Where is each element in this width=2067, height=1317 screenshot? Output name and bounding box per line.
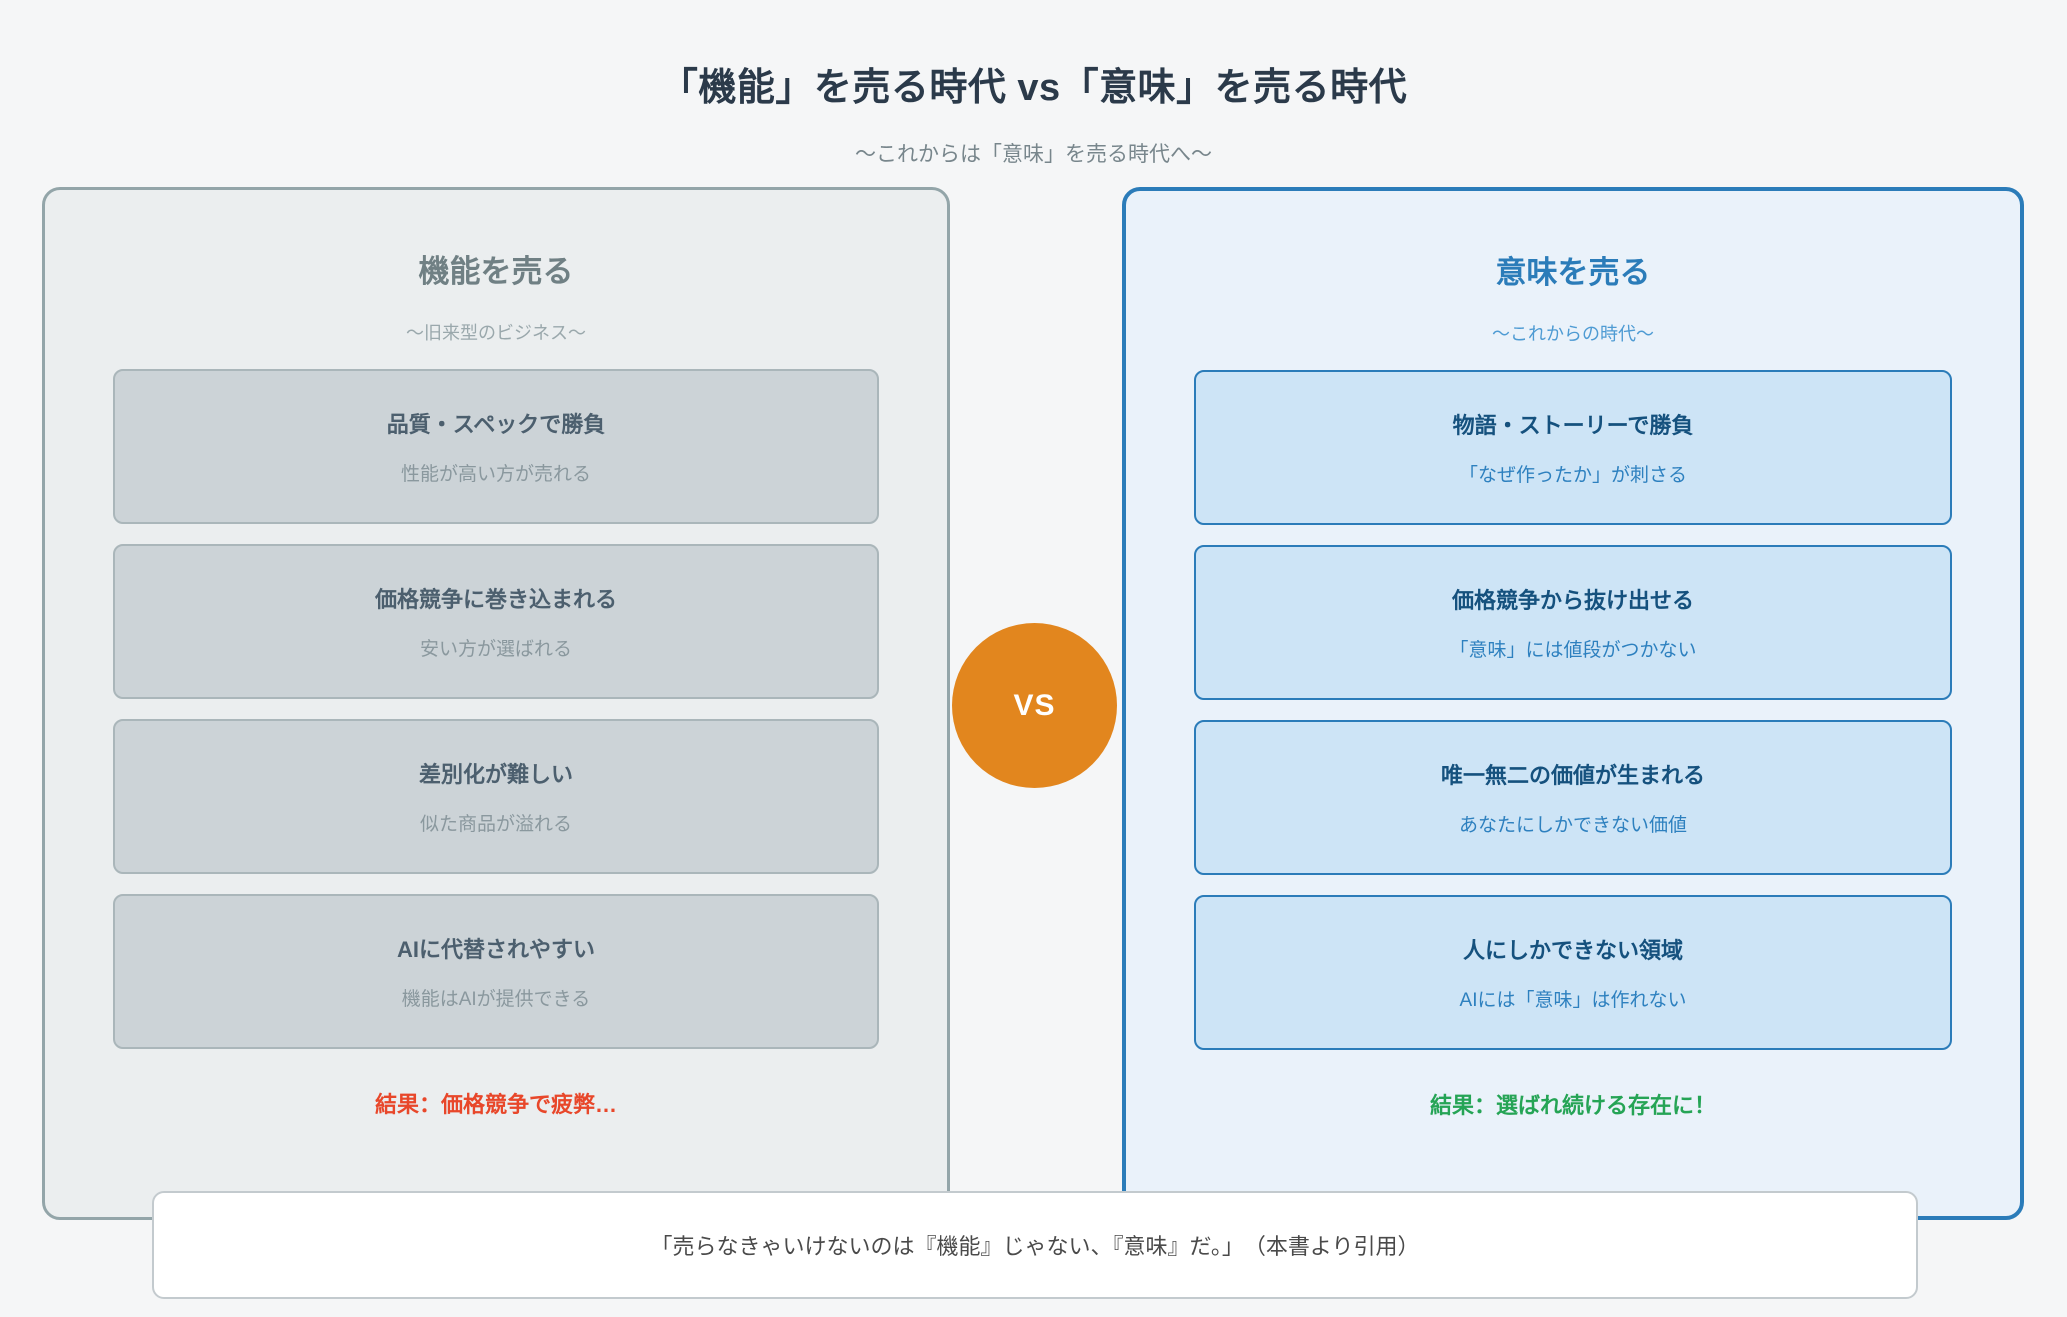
card-title: 唯一無二の価値が生まれる (1440, 763, 1705, 788)
card-subtitle: 似た商品が溢れる (419, 814, 572, 835)
left-panel-heading: 機能を売る (418, 254, 574, 289)
card-title: 価格競争から抜け出せる (1451, 588, 1694, 613)
page-subtitle: 〜これからは「意味」を売る時代へ〜 (855, 143, 1212, 166)
card-subtitle: 「なぜ作ったか」が刺さる (1458, 465, 1687, 486)
card-subtitle: 安い方が選ばれる (419, 639, 572, 660)
right-panel-result: 結果：選ばれ続ける存在に！ (1429, 1093, 1716, 1118)
list-item: 人にしかできない領域 AIには「意味」は作れない (1194, 895, 1952, 1050)
list-item: AIに代替されやすい 機能はAIが提供できる (113, 894, 879, 1049)
list-item: 品質・スペックで勝負 性能が高い方が売れる (113, 369, 879, 524)
left-card-list: 品質・スペックで勝負 性能が高い方が売れる 価格競争に巻き込まれる 安い方が選ば… (45, 369, 947, 1049)
quote-text: 「売らなきゃいけないのは『機能』じゃない、『意味』だ。」 （本書より引用） (650, 1234, 1420, 1259)
panel-sell-meaning: 意味を売る 〜これからの時代〜 物語・ストーリーで勝負 「なぜ作ったか」が刺さる… (1122, 187, 2024, 1220)
card-title: 価格競争に巻き込まれる (374, 587, 617, 612)
left-panel-result: 結果：価格競争で疲弊… (374, 1092, 617, 1117)
list-item: 物語・ストーリーで勝負 「なぜ作ったか」が刺さる (1194, 370, 1952, 525)
page-title: 「機能」を売る時代 vs「意味」を売る時代 (659, 67, 1408, 109)
list-item: 価格競争から抜け出せる 「意味」には値段がつかない (1194, 545, 1952, 700)
card-title: 物語・ストーリーで勝負 (1452, 413, 1694, 438)
card-title: 差別化が難しい (418, 762, 573, 787)
panel-sell-function: 機能を売る 〜旧来型のビジネス〜 品質・スペックで勝負 性能が高い方が売れる 価… (42, 187, 950, 1220)
card-title: AIに代替されやすい (396, 937, 595, 962)
card-subtitle: 性能が高い方が売れる (400, 464, 591, 485)
vs-badge: VS (952, 623, 1117, 788)
card-title: 人にしかできない領域 (1462, 938, 1683, 963)
right-panel-subheading: 〜これからの時代〜 (1492, 324, 1654, 344)
card-subtitle: 「意味」には値段がつかない (1449, 640, 1697, 661)
card-subtitle: あなたにしかできない価値 (1458, 815, 1687, 836)
card-subtitle: 機能はAIが提供できる (401, 989, 591, 1010)
card-title: 品質・スペックで勝負 (386, 412, 606, 437)
list-item: 価格競争に巻き込まれる 安い方が選ばれる (113, 544, 879, 699)
list-item: 差別化が難しい 似た商品が溢れる (113, 719, 879, 874)
right-panel-heading: 意味を売る (1495, 255, 1651, 290)
right-card-list: 物語・ストーリーで勝負 「なぜ作ったか」が刺さる 価格競争から抜け出せる 「意味… (1126, 370, 2020, 1050)
list-item: 唯一無二の価値が生まれる あなたにしかできない価値 (1194, 720, 1952, 875)
left-panel-subheading: 〜旧来型のビジネス〜 (406, 323, 586, 343)
card-subtitle: AIには「意味」は作れない (1459, 990, 1687, 1011)
quote-box: 「売らなきゃいけないのは『機能』じゃない、『意味』だ。」 （本書より引用） (152, 1191, 1918, 1299)
